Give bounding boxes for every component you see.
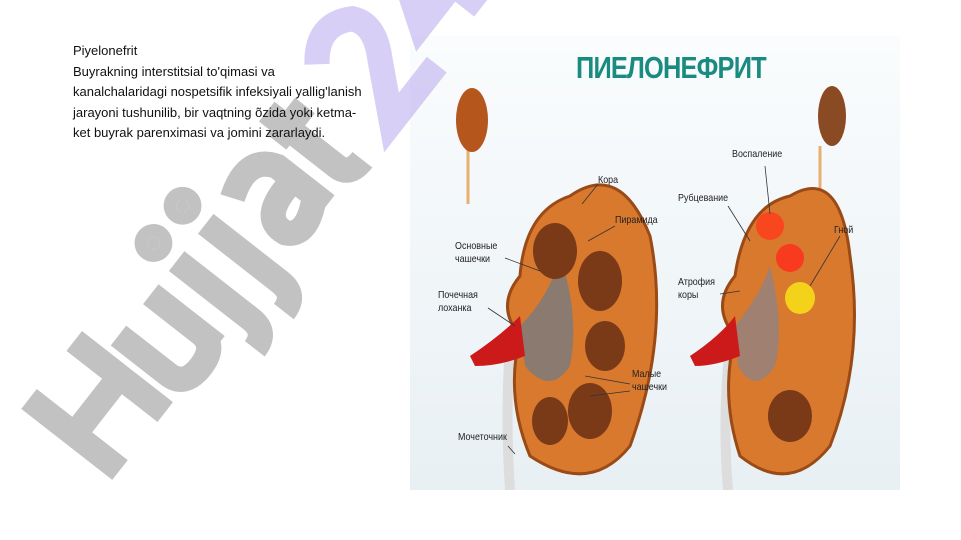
slide-heading: Piyelonefrit bbox=[73, 43, 138, 58]
figure-title: ПИЕЛОНЕФРИТ bbox=[576, 50, 767, 85]
body-line: kanalchalaridagi nospetsifik infeksiyali… bbox=[73, 84, 362, 99]
label-line: Основные bbox=[455, 240, 498, 252]
label-line: коры bbox=[678, 289, 699, 301]
inflamed-kidney bbox=[721, 187, 856, 476]
body-line: ket buyrak parenximasi va jomini zararla… bbox=[73, 125, 326, 140]
label-ureter: Мочеточник bbox=[458, 431, 507, 443]
label-line: Малые bbox=[632, 368, 662, 380]
label-pyramid: Пирамида bbox=[615, 214, 658, 226]
label-line: Почечная bbox=[438, 289, 478, 301]
label-line: чашечки bbox=[632, 381, 667, 393]
small-kidney-healthy bbox=[456, 88, 488, 152]
label-scarring: Рубцевание bbox=[678, 192, 729, 204]
label-line: лоханка bbox=[438, 302, 472, 314]
label-line: чашечки bbox=[455, 253, 490, 265]
label-cortex: Кора bbox=[598, 174, 619, 186]
body-line: jarayoni tushunilib, bir vaqtning õzida … bbox=[73, 104, 357, 120]
small-kidney-inflamed bbox=[818, 86, 846, 146]
kidney-drawing bbox=[456, 86, 856, 490]
body-line: Buyrakning interstitsial to'qimasi va bbox=[73, 63, 275, 79]
label-line: Атрофия bbox=[678, 276, 715, 288]
slide-text: Piyelonefrit Buyrakning interstitsial to… bbox=[73, 41, 403, 144]
label-pus: Гной bbox=[834, 224, 854, 236]
label-inflammation: Воспаление bbox=[732, 148, 783, 160]
pus-spot bbox=[785, 282, 815, 314]
